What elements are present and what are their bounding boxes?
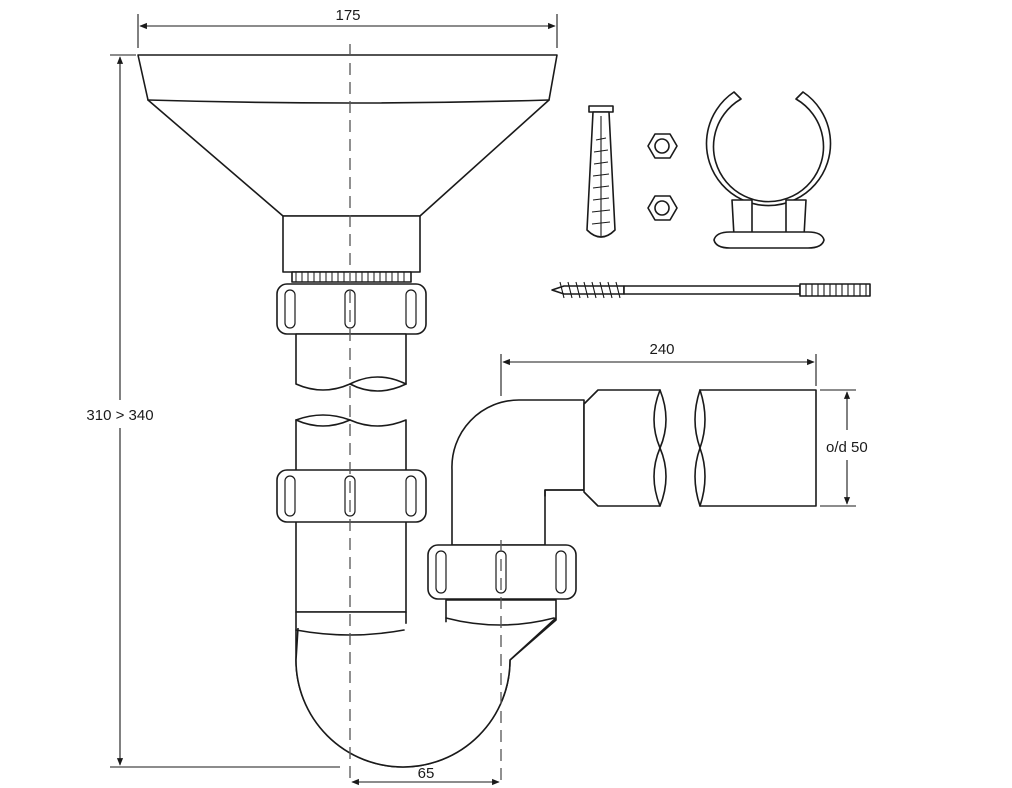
centre-spacing-label: 65 — [418, 765, 435, 782]
outlet-diameter-label: o/d 50 — [826, 439, 868, 456]
hanger-bolt — [551, 281, 871, 299]
upper-compression-nut — [276, 283, 427, 335]
upper-pipe-stub — [295, 333, 407, 392]
dimension-top-width: 175 — [137, 7, 558, 48]
outlet-compression-nut — [427, 544, 577, 600]
top-width-label: 175 — [335, 7, 360, 24]
hex-nut — [647, 133, 678, 159]
funnel-thread — [295, 272, 405, 282]
dimension-overall-height: 310 > 340 — [72, 54, 340, 768]
dimension-outlet-length: 240 — [500, 341, 817, 396]
lower-pipe-stub — [295, 414, 407, 473]
dimension-outlet-diameter: o/d 50 — [820, 389, 868, 507]
outlet-pipe — [583, 389, 817, 507]
outlet-length-label: 240 — [649, 341, 674, 358]
hex-nut — [647, 195, 678, 221]
tundish-funnel — [137, 54, 558, 283]
wall-plug — [586, 105, 616, 238]
dimension-centre-spacing: 65 — [351, 765, 500, 786]
overall-height-label: 310 > 340 — [86, 407, 153, 424]
p-trap-bend — [295, 399, 585, 768]
lower-compression-nut — [276, 469, 427, 523]
pipe-clip — [705, 91, 832, 249]
